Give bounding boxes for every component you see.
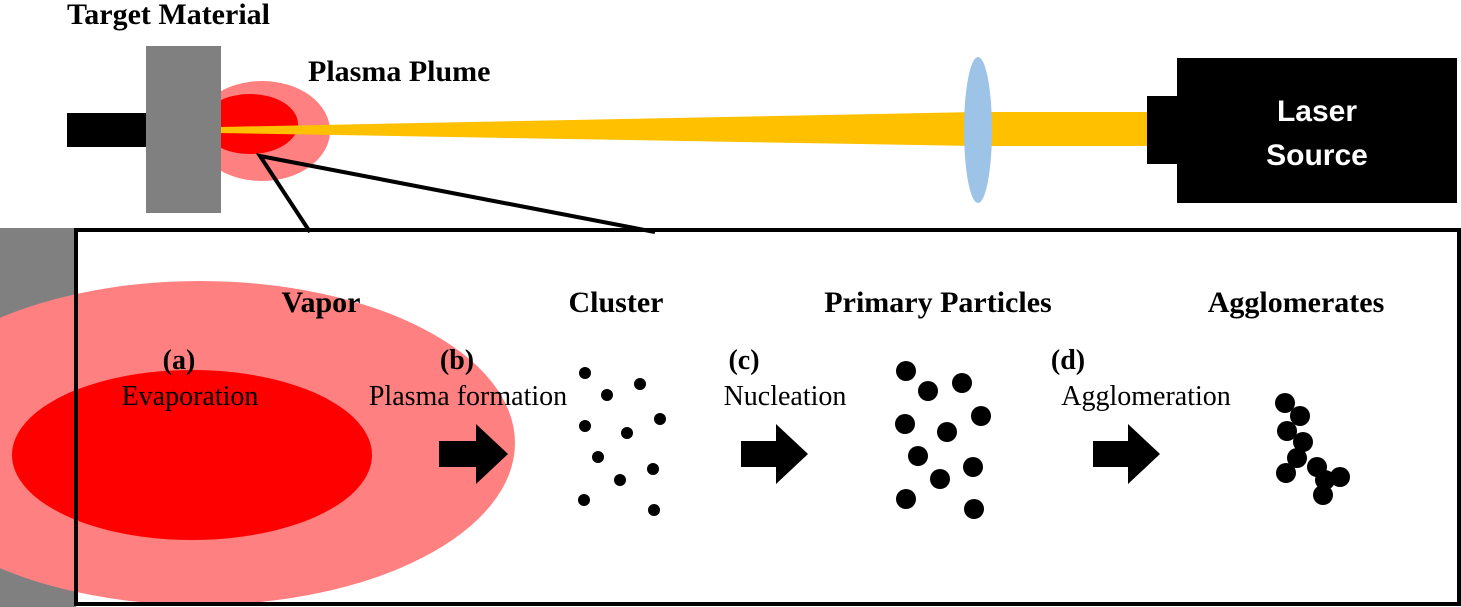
stage-title-cluster: Cluster bbox=[569, 286, 664, 319]
primary-particle bbox=[918, 381, 938, 401]
primary-particle bbox=[963, 457, 983, 477]
process-nucleation: Nucleation bbox=[724, 381, 847, 412]
cluster-dot bbox=[592, 451, 604, 463]
zoom-callout-line bbox=[255, 153, 656, 234]
target-material bbox=[146, 46, 221, 213]
agglomerate-particle bbox=[1277, 421, 1297, 441]
laser-source-nozzle bbox=[1147, 96, 1181, 164]
agglomerate-particle bbox=[1293, 432, 1313, 452]
primary-particle bbox=[952, 373, 972, 393]
cluster-dot bbox=[621, 427, 633, 439]
process-plasma-formation: Plasma formation bbox=[369, 381, 567, 412]
agglomerate-chain bbox=[1275, 393, 1350, 505]
primary-particle bbox=[896, 489, 916, 509]
laser-source-box bbox=[1177, 58, 1457, 203]
cluster-dot bbox=[654, 413, 666, 425]
cluster-dots bbox=[578, 367, 666, 516]
cluster-dot bbox=[648, 504, 660, 516]
agglomerate-particle bbox=[1313, 485, 1333, 505]
laser-source-label-line2: Source bbox=[1266, 139, 1368, 172]
primary-particles bbox=[895, 361, 991, 519]
target-material-label: Target Material bbox=[67, 0, 270, 31]
step-label-b: (b) bbox=[440, 345, 474, 376]
plasma-plume-label: Plasma Plume bbox=[308, 55, 490, 88]
detail-plume-inner bbox=[12, 370, 372, 540]
primary-particle bbox=[971, 406, 991, 426]
stage-title-primary-particles: Primary Particles bbox=[824, 286, 1051, 319]
agglomerate-particle bbox=[1315, 470, 1335, 490]
cluster-dot bbox=[579, 367, 591, 379]
agglomerate-particle bbox=[1330, 467, 1350, 487]
stage-title-agglomerates: Agglomerates bbox=[1208, 286, 1385, 319]
process-arrow-d bbox=[1093, 424, 1160, 484]
process-agglomeration: Agglomeration bbox=[1061, 381, 1231, 412]
process-arrow-b bbox=[439, 424, 508, 484]
cluster-dot bbox=[614, 474, 626, 486]
process-evaporation: Evaporation bbox=[122, 381, 259, 412]
primary-particle bbox=[896, 361, 916, 381]
target-holder-rod bbox=[67, 113, 149, 147]
stage-title-vapor: Vapor bbox=[282, 286, 361, 319]
process-arrow-c bbox=[741, 424, 808, 484]
focusing-lens bbox=[964, 57, 992, 203]
agglomerate-particle bbox=[1275, 393, 1295, 413]
primary-particle bbox=[930, 469, 950, 489]
agglomerate-particle bbox=[1290, 406, 1310, 426]
laser-source-label-line1: Laser bbox=[1277, 95, 1357, 128]
step-label-a: (a) bbox=[163, 345, 196, 376]
primary-particle bbox=[895, 414, 915, 434]
step-label-d: (d) bbox=[1051, 345, 1085, 376]
plasma-plume-inner bbox=[202, 94, 298, 154]
primary-particle bbox=[964, 499, 984, 519]
primary-particle bbox=[908, 446, 928, 466]
primary-particle bbox=[937, 422, 957, 442]
step-label-c: (c) bbox=[728, 345, 759, 376]
cluster-dot bbox=[578, 494, 590, 506]
laser-beam bbox=[220, 112, 1148, 146]
detail-panel-frame bbox=[74, 228, 1461, 606]
cluster-dot bbox=[601, 389, 613, 401]
agglomerate-particle bbox=[1276, 463, 1296, 483]
agglomerate-particle bbox=[1287, 448, 1307, 468]
cluster-dot bbox=[634, 378, 646, 390]
cluster-dot bbox=[579, 420, 591, 432]
cluster-dot bbox=[647, 463, 659, 475]
